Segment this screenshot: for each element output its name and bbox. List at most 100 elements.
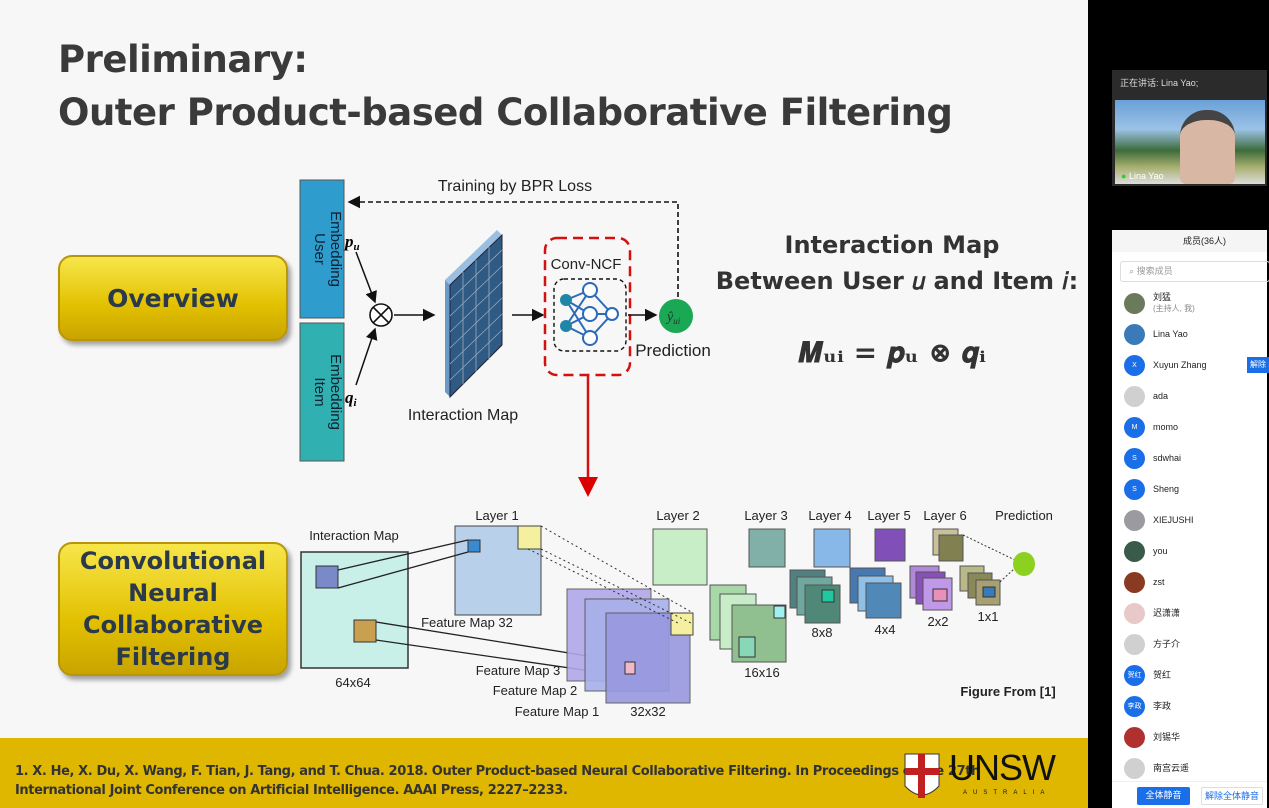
reference-line: 1. X. He, X. Du, X. Wang, F. Tian, J. Ta… <box>15 764 980 779</box>
member-name: you <box>1153 545 1168 556</box>
overview-box: Overview <box>58 255 288 341</box>
avatar: X <box>1124 354 1145 376</box>
speaking-indicator: 正在讲话: Lina Yao; <box>1120 78 1199 88</box>
member-item[interactable]: 方子介 <box>1124 632 1180 656</box>
unmute-member-button[interactable]: 解除 <box>1247 357 1269 373</box>
prediction-label: Prediction <box>635 341 711 360</box>
member-item[interactable]: ada <box>1124 384 1168 408</box>
avatar <box>1124 602 1145 624</box>
size-label: 1x1 <box>978 609 999 624</box>
member-item[interactable]: 南宫云遥 <box>1124 756 1189 780</box>
video-name: ● Lina Yao <box>1121 171 1164 181</box>
prediction-header: Prediction <box>995 508 1053 523</box>
outer-product-icon <box>369 303 393 327</box>
member-item[interactable]: 迟潇潇 <box>1124 601 1180 625</box>
layer-label: Layer 1 <box>475 508 518 523</box>
diagram: Training by BPR Loss UserEmbedding ItemE… <box>299 178 1079 719</box>
member-item[interactable]: 刘锡华 <box>1124 725 1180 749</box>
member-name: 迟潇潇 <box>1153 607 1181 618</box>
item-embedding-label: ItemEmbedding <box>311 354 344 430</box>
avatar <box>1124 571 1145 593</box>
member-name: 方子介 <box>1153 638 1181 649</box>
member-name: Xuyun Zhang <box>1153 359 1207 370</box>
q-i-label: qi <box>345 388 358 409</box>
reference: 1. X. He, X. Du, X. Wang, F. Tian, J. Ta… <box>15 762 980 800</box>
layer-label: Layer 3 <box>744 508 787 523</box>
svg-text:AUSTRALIA: AUSTRALIA <box>963 790 1050 796</box>
interaction-map-icon <box>445 230 503 399</box>
neural-network-icon <box>560 282 619 346</box>
feature-map-label: Feature Map 1 <box>515 704 600 719</box>
mute-all-button[interactable]: 全体静音 <box>1137 787 1190 805</box>
avatar <box>1124 385 1145 407</box>
member-name: Lina Yao <box>1153 328 1188 339</box>
user-embedding-label: UserEmbedding <box>311 211 344 287</box>
cnn-interaction-map-label: Interaction Map <box>309 528 399 543</box>
avatar <box>1124 509 1145 531</box>
size-label: 8x8 <box>812 625 833 640</box>
member-item[interactable]: 李政李政 <box>1124 694 1171 718</box>
layer-label: Layer 2 <box>656 508 699 523</box>
size-label: 2x2 <box>928 614 949 629</box>
member-name: Sheng <box>1153 483 1180 494</box>
training-label: Training by BPR Loss <box>438 178 592 195</box>
member-name: sdwhai <box>1153 452 1182 463</box>
item-embedding-block <box>299 322 345 462</box>
member-name: 刘猛(主持人, 我) <box>1153 292 1195 313</box>
cncf-box: Convolutional Neural Collaborative Filte… <box>58 542 288 676</box>
cnn-prediction-node <box>1013 552 1035 576</box>
slide-title-line1: Preliminary: <box>58 38 308 81</box>
size-label: 4x4 <box>875 622 896 637</box>
conv-ncf-box <box>543 236 632 377</box>
feature-map-label: Feature Map 32 <box>421 615 513 630</box>
member-name: 李政 <box>1153 700 1172 711</box>
cncf-line: Convolutional <box>79 547 267 575</box>
member-item[interactable]: Lina Yao <box>1124 322 1188 346</box>
p-u-label: pu <box>343 232 360 253</box>
member-item[interactable]: zst <box>1124 570 1165 594</box>
conv-ncf-label: Conv-NCF <box>551 256 622 273</box>
cncf-line: Filtering <box>115 643 231 671</box>
member-item[interactable]: X Xuyun Zhang <box>1124 353 1207 377</box>
presentation-slide: Preliminary: Outer Product-based Collabo… <box>0 0 1088 808</box>
avatar <box>1124 292 1145 314</box>
member-item[interactable]: 贺红贺红 <box>1124 663 1171 687</box>
feature-map-label: Feature Map 2 <box>493 683 578 698</box>
member-item[interactable]: S Sheng <box>1124 477 1179 501</box>
formula-heading-2: Between User 𝑢 and Item 𝑖: <box>716 267 1079 295</box>
search-icon: ⌕ <box>1129 266 1135 276</box>
svg-text:UNSW: UNSW <box>949 747 1056 788</box>
avatar: 贺红 <box>1124 664 1145 686</box>
avatar: S <box>1124 478 1145 500</box>
figure-from: Figure From [1] <box>960 684 1055 699</box>
cncf-line: Neural <box>128 579 218 607</box>
member-name: XIEJUSHI <box>1153 514 1194 525</box>
member-name: 南宫云遥 <box>1153 762 1190 773</box>
prediction-node <box>659 299 693 333</box>
layer-label: Layer 5 <box>867 508 910 523</box>
slide-footer: 1. X. He, X. Du, X. Wang, F. Tian, J. Ta… <box>0 738 1088 808</box>
video-panel[interactable]: 正在讲话: Lina Yao; ● Lina Yao <box>1112 70 1267 186</box>
interaction-map-label: Interaction Map <box>408 407 518 424</box>
avatar <box>1124 633 1145 655</box>
member-search-input[interactable]: ⌕ 搜索成员 <box>1120 261 1269 282</box>
avatar: 李政 <box>1124 695 1145 717</box>
member-item[interactable]: 刘猛(主持人, 我) <box>1124 291 1195 315</box>
member-item[interactable]: you <box>1124 539 1168 563</box>
training-arrow <box>347 195 679 297</box>
unmute-all-button[interactable]: 解除全体静音 <box>1201 787 1263 805</box>
size-label: 16x16 <box>744 665 779 680</box>
feature-map-label: Feature Map 3 <box>476 663 561 678</box>
members-header: 成员(36人) <box>1112 230 1267 252</box>
avatar: M <box>1124 416 1145 438</box>
reference-line: International Joint Conference on Artifi… <box>15 783 568 798</box>
member-name: momo <box>1153 421 1179 432</box>
member-item[interactable]: XIEJUSHI <box>1124 508 1194 532</box>
layer-label: Layer 6 <box>923 508 966 523</box>
avatar <box>1124 323 1145 345</box>
mic-icon: ● <box>1121 171 1127 181</box>
size-label: 32x32 <box>630 704 665 719</box>
